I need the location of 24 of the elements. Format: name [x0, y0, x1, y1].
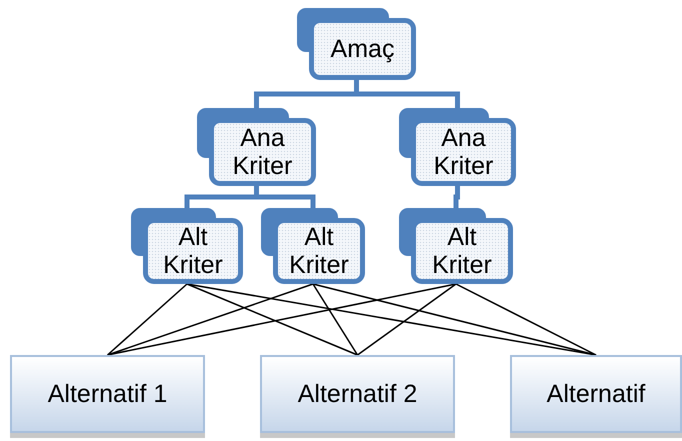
box-label: Alternatif 2 [298, 380, 418, 408]
criterion-card [197, 108, 316, 186]
criterion-card [261, 208, 365, 284]
connector-line [107, 283, 314, 356]
box-label: Alternatif [546, 380, 646, 408]
connector-line [312, 283, 596, 356]
criterion-card [131, 208, 243, 284]
criterion-card [297, 8, 416, 80]
box-label: Alternatif 1 [48, 380, 168, 408]
connector-line [357, 283, 456, 356]
box-label: Amaç [330, 35, 394, 63]
box-label: Alt Kriter [431, 223, 493, 279]
box-label: Ana Kriter [232, 124, 294, 180]
connector-line [107, 283, 188, 356]
box-label: Ana Kriter [432, 124, 494, 180]
box-label: Alt Kriter [288, 223, 350, 279]
connector-line [186, 283, 358, 356]
connector-line [456, 283, 596, 356]
box-label: Alt Kriter [162, 223, 224, 279]
criterion-card [399, 208, 513, 284]
connector-line [107, 283, 456, 356]
criterion-card [399, 108, 516, 186]
tree-connector [454, 186, 460, 208]
connector-line [312, 284, 358, 356]
